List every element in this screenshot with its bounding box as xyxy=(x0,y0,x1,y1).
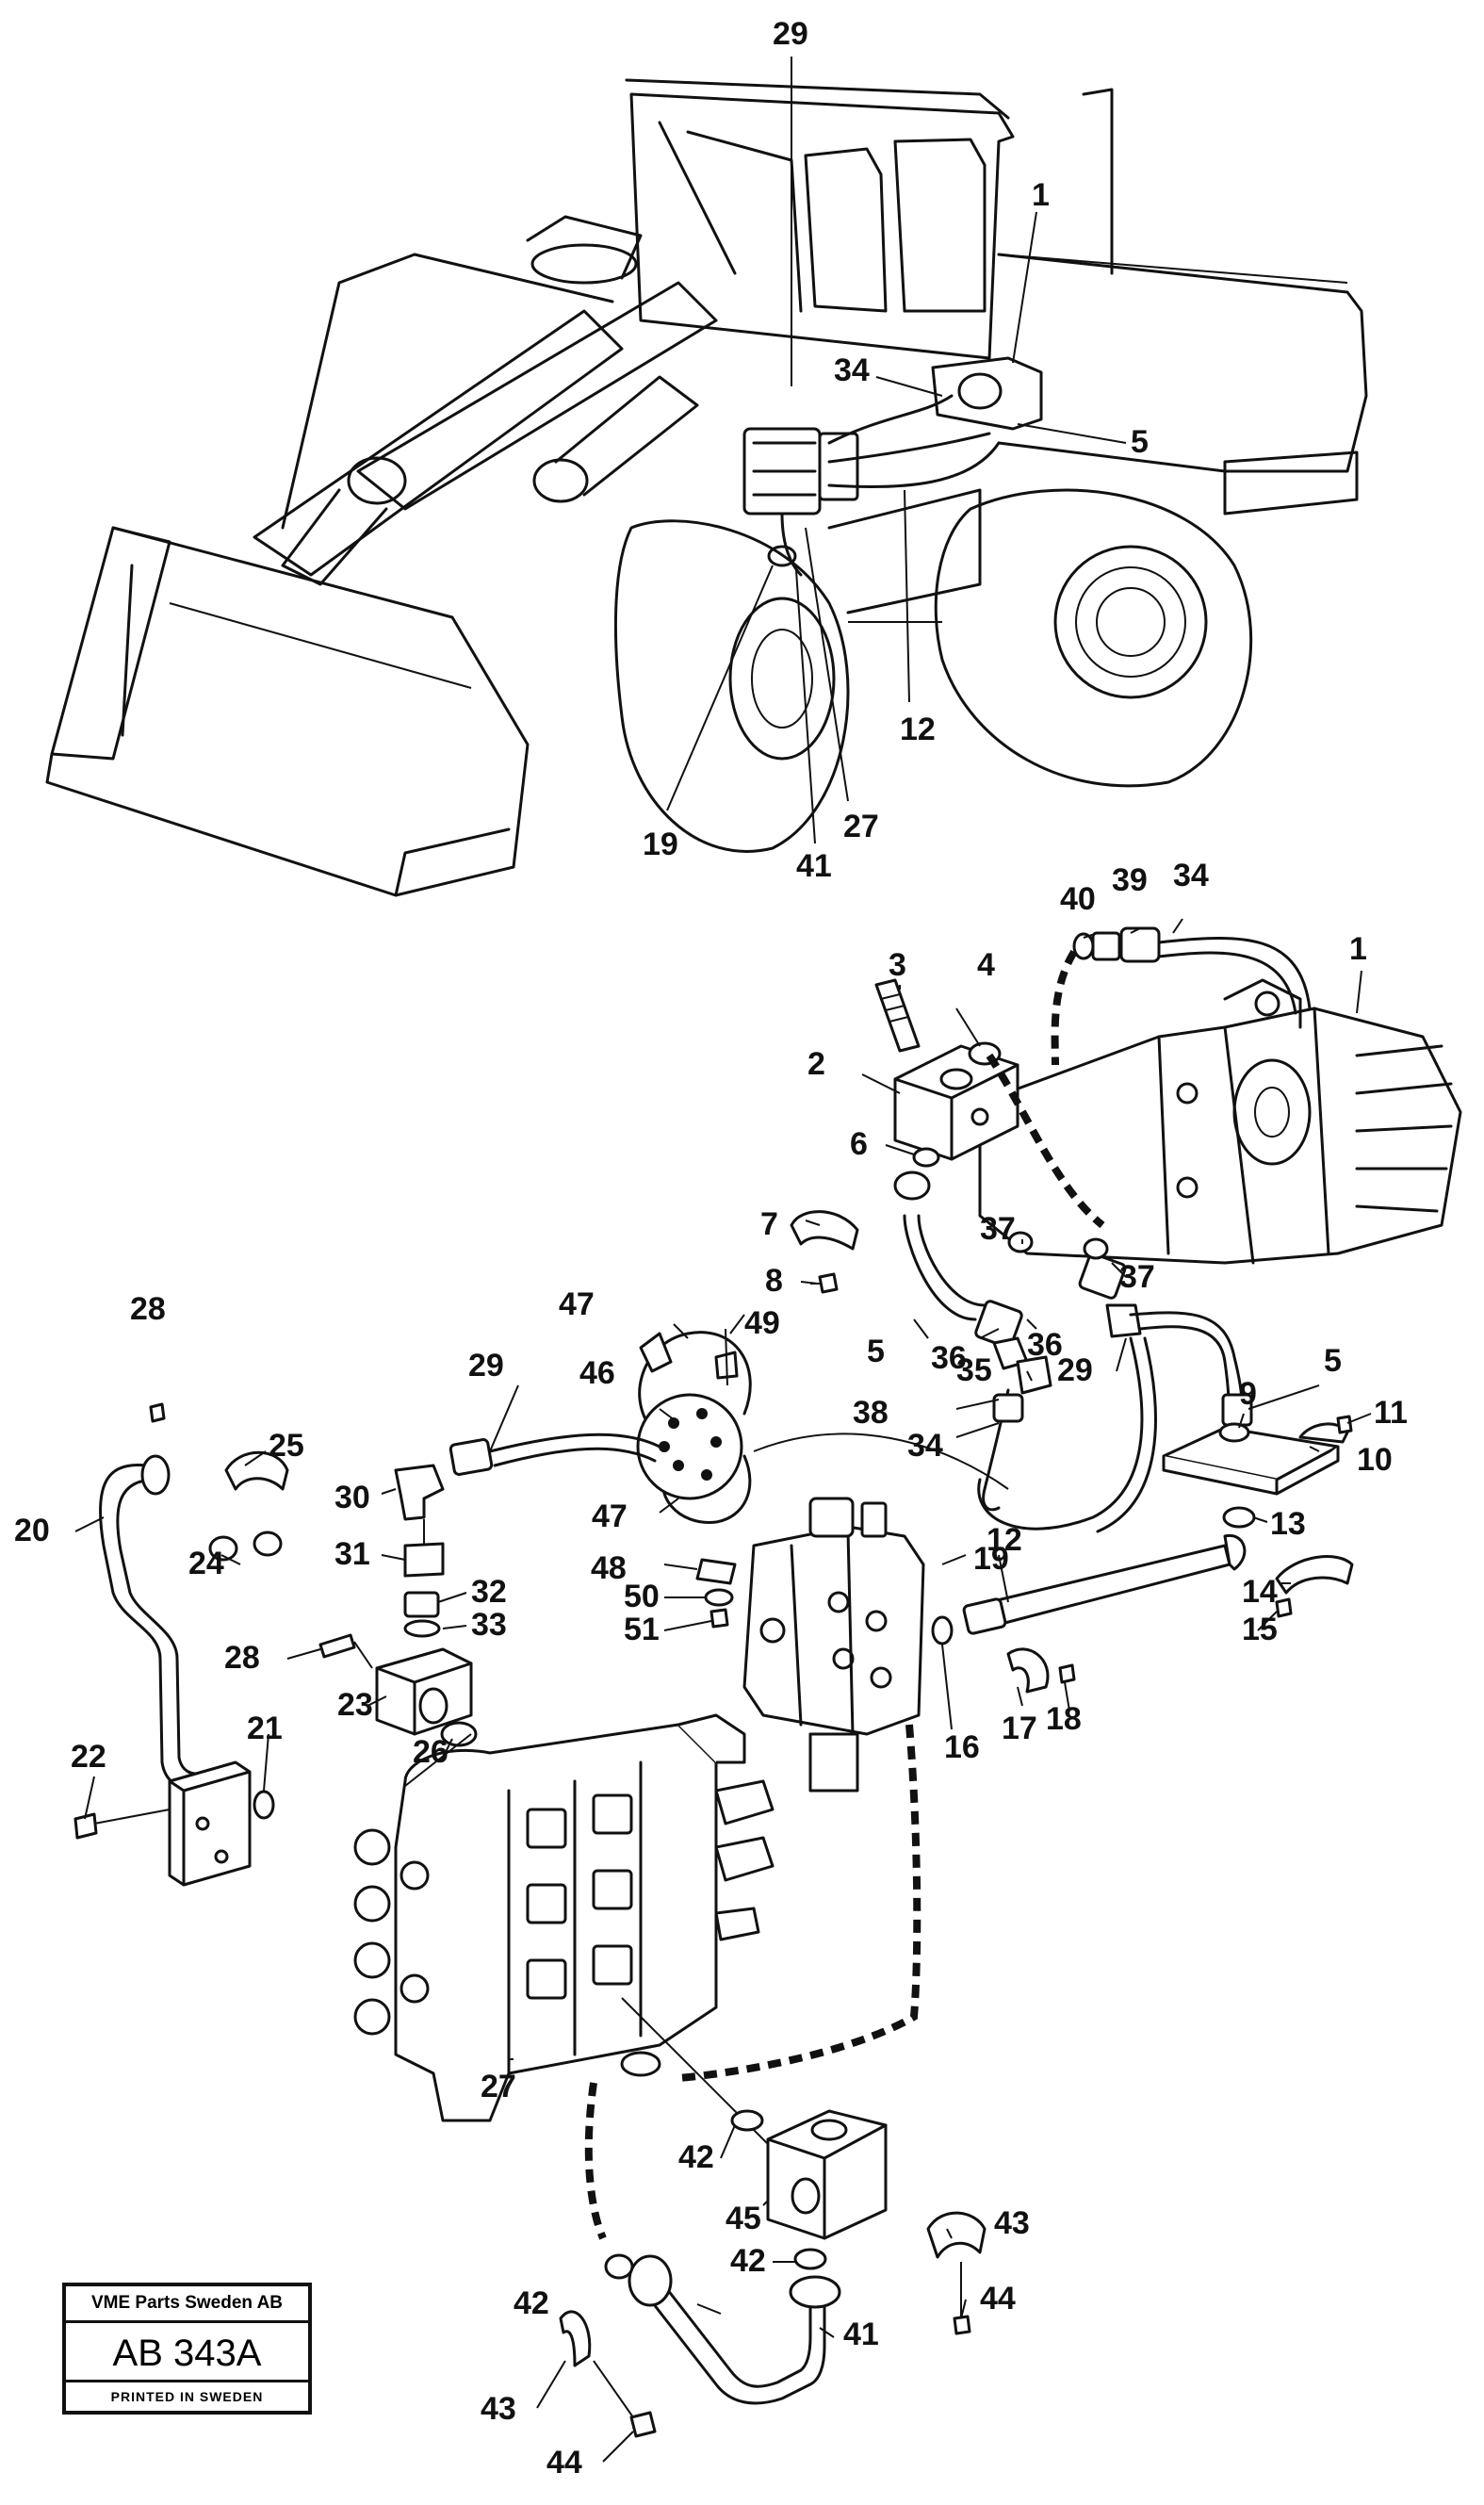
callout-38: 38 xyxy=(853,1395,889,1431)
callout-43: 43 xyxy=(994,2205,1030,2241)
callout-2: 2 xyxy=(807,1046,825,1082)
callout-7: 7 xyxy=(760,1206,778,1242)
callout-42: 42 xyxy=(514,2285,549,2321)
callout-44: 44 xyxy=(546,2445,582,2480)
callout-11: 11 xyxy=(1374,1395,1408,1431)
callout-49: 49 xyxy=(744,1305,780,1341)
callout-34: 34 xyxy=(1173,858,1209,893)
callout-1: 1 xyxy=(1032,177,1050,213)
callout-32: 32 xyxy=(471,1574,507,1610)
hydraulic-pump xyxy=(978,978,1462,1265)
callout-36: 36 xyxy=(1027,1327,1063,1363)
callout-46: 46 xyxy=(579,1355,615,1391)
callout-39: 39 xyxy=(1112,862,1148,898)
callout-21: 21 xyxy=(247,1711,283,1746)
callout-5: 5 xyxy=(1131,424,1149,460)
callout-27: 27 xyxy=(843,809,879,844)
callout-labels: 29 1 34 5 12 19 27 41 40 39 34 1 3 4 2 6… xyxy=(14,16,1408,2480)
callout-47: 47 xyxy=(592,1498,628,1534)
callout-41: 41 xyxy=(796,848,832,884)
callout-19: 19 xyxy=(643,827,678,862)
pump-connection-block xyxy=(874,978,1019,1168)
callout-51: 51 xyxy=(624,1612,660,1647)
callout-40: 40 xyxy=(1060,881,1096,917)
callout-1: 1 xyxy=(1349,931,1367,967)
callout-37: 37 xyxy=(980,1211,1016,1247)
callout-27: 27 xyxy=(481,2069,516,2104)
callout-37: 37 xyxy=(1119,1259,1155,1295)
callout-17: 17 xyxy=(1002,1711,1037,1746)
callout-13: 13 xyxy=(1270,1506,1306,1542)
callout-28: 28 xyxy=(130,1291,166,1327)
callout-41: 41 xyxy=(843,2317,879,2352)
callout-23: 23 xyxy=(337,1687,373,1723)
callout-28: 28 xyxy=(224,1640,260,1676)
callout-4: 4 xyxy=(977,947,995,983)
callout-29: 29 xyxy=(773,16,808,52)
callout-44: 44 xyxy=(980,2281,1016,2317)
callout-14: 14 xyxy=(1242,1574,1278,1610)
callout-12: 12 xyxy=(987,1522,1022,1558)
callout-10: 10 xyxy=(1357,1442,1393,1478)
callout-45: 45 xyxy=(726,2201,761,2236)
callout-19: 19 xyxy=(973,1541,1009,1577)
valve-unit xyxy=(742,1497,954,1793)
control-valve xyxy=(353,1713,775,2122)
callout-47: 47 xyxy=(559,1286,595,1322)
callout-31: 31 xyxy=(334,1536,370,1572)
callout-48: 48 xyxy=(591,1550,627,1586)
callout-24: 24 xyxy=(188,1546,224,1581)
stamp-code: AB 343A xyxy=(112,2333,262,2374)
clamp-band xyxy=(636,1328,752,1629)
callout-29: 29 xyxy=(468,1348,504,1383)
callout-42: 42 xyxy=(730,2243,766,2279)
callout-26: 26 xyxy=(413,1734,448,1770)
callout-33: 33 xyxy=(471,1607,507,1643)
callout-22: 22 xyxy=(71,1739,106,1775)
callout-18: 18 xyxy=(1046,1701,1082,1737)
callout-30: 30 xyxy=(334,1480,370,1515)
callout-9: 9 xyxy=(1239,1376,1257,1412)
callout-34: 34 xyxy=(907,1428,943,1464)
exploded-parts-view xyxy=(73,918,1462,2463)
callout-5: 5 xyxy=(867,1334,885,1369)
callout-50: 50 xyxy=(624,1579,660,1614)
stamp-company: VME Parts Sweden AB xyxy=(66,2286,308,2323)
wheel-loader-illustration xyxy=(45,57,1368,897)
callout-43: 43 xyxy=(481,2391,516,2427)
callout-12: 12 xyxy=(900,712,936,747)
callout-6: 6 xyxy=(850,1126,868,1162)
callout-16: 16 xyxy=(944,1729,980,1765)
callout-35: 35 xyxy=(956,1352,992,1388)
callout-34: 34 xyxy=(834,352,870,388)
callout-25: 25 xyxy=(269,1428,304,1464)
callout-42: 42 xyxy=(678,2139,714,2175)
stamp-printed: PRINTED IN SWEDEN xyxy=(66,2380,308,2411)
callout-8: 8 xyxy=(765,1263,783,1299)
callout-20: 20 xyxy=(14,1513,50,1548)
parts-stamp: VME Parts Sweden AB AB 343A PRINTED IN S… xyxy=(62,2283,312,2415)
callout-3: 3 xyxy=(889,947,906,983)
callout-5: 5 xyxy=(1324,1343,1342,1379)
callout-29: 29 xyxy=(1057,1352,1093,1388)
callout-36: 36 xyxy=(931,1340,967,1376)
callout-15: 15 xyxy=(1242,1612,1278,1647)
